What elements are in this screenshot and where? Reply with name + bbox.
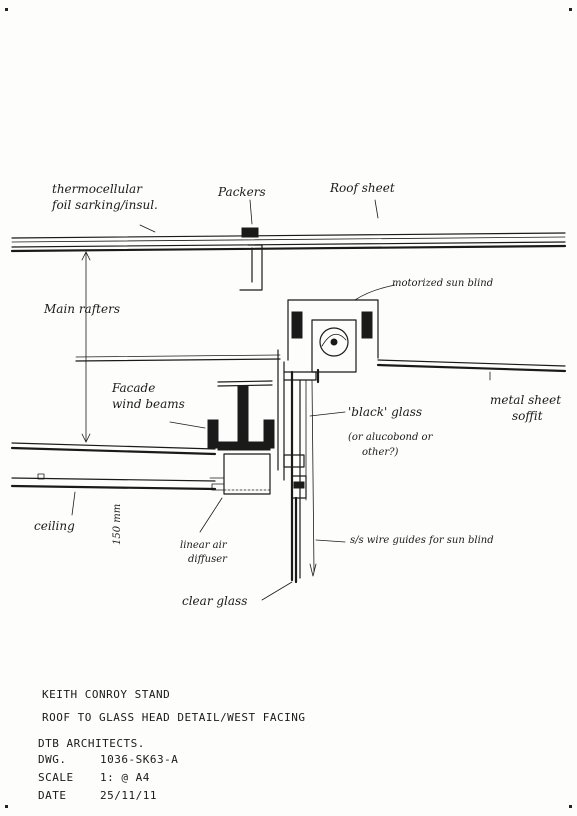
corner-mark xyxy=(569,805,572,808)
scale-label: SCALE xyxy=(38,771,74,784)
label-wire-guides: s/s wire guides for sun blind xyxy=(350,535,494,546)
clear-glass-pane xyxy=(294,379,317,584)
label-other: other?) xyxy=(362,447,399,458)
rafter-dimension xyxy=(81,251,91,443)
project-name: KEITH CONROY STAND xyxy=(42,688,171,701)
label-wind-beams: wind beams xyxy=(112,397,185,411)
label-thermocellular: thermocellular xyxy=(52,182,143,196)
wind-beam xyxy=(207,380,275,451)
corner-mark xyxy=(569,8,572,11)
label-black-glass: 'black' glass xyxy=(348,405,422,419)
diffuser-bulkhead xyxy=(209,453,271,495)
sun-blind-box xyxy=(287,299,379,384)
label-150mm: 150 mm xyxy=(112,504,123,545)
corner-mark xyxy=(5,8,8,11)
label-soffit: soffit xyxy=(512,409,543,423)
drawing-title: ROOF TO GLASS HEAD DETAIL/WEST FACING xyxy=(42,711,306,724)
label-foil-sarking: foil sarking/insul. xyxy=(51,198,158,212)
date-value: 25/11/11 xyxy=(100,789,157,802)
roof-layers xyxy=(10,232,567,253)
label-clear-glass: clear glass xyxy=(182,594,247,608)
label-packers: Packers xyxy=(217,185,266,199)
label-ceiling: ceiling xyxy=(34,519,75,533)
label-roof-sheet: Roof sheet xyxy=(329,181,395,195)
dwg-label: DWG. xyxy=(38,753,67,766)
packer-purlin xyxy=(239,227,263,291)
label-linear-air: linear air xyxy=(180,540,228,551)
date-label: DATE xyxy=(38,789,67,802)
label-facade: Facade xyxy=(111,381,155,395)
label-diffuser: diffuser xyxy=(188,554,228,565)
ceiling-layers xyxy=(10,442,217,491)
leaders xyxy=(71,199,491,601)
inner-soffit xyxy=(75,354,281,362)
corner-mark xyxy=(5,805,8,808)
label-metal-sheet: metal sheet xyxy=(490,393,561,407)
label-main-rafters: Main rafters xyxy=(43,302,120,316)
dwg-value: 1036-SK63-A xyxy=(100,753,179,766)
label-motorized-sun-blind: motorized sun blind xyxy=(392,278,493,289)
scale-value: 1: @ A4 xyxy=(100,771,150,784)
glass-head-frame xyxy=(277,349,317,582)
label-alucobond: (or alucobond or xyxy=(348,432,434,443)
firm-name: DTB ARCHITECTS. xyxy=(38,737,145,750)
metal-soffit xyxy=(376,359,567,373)
